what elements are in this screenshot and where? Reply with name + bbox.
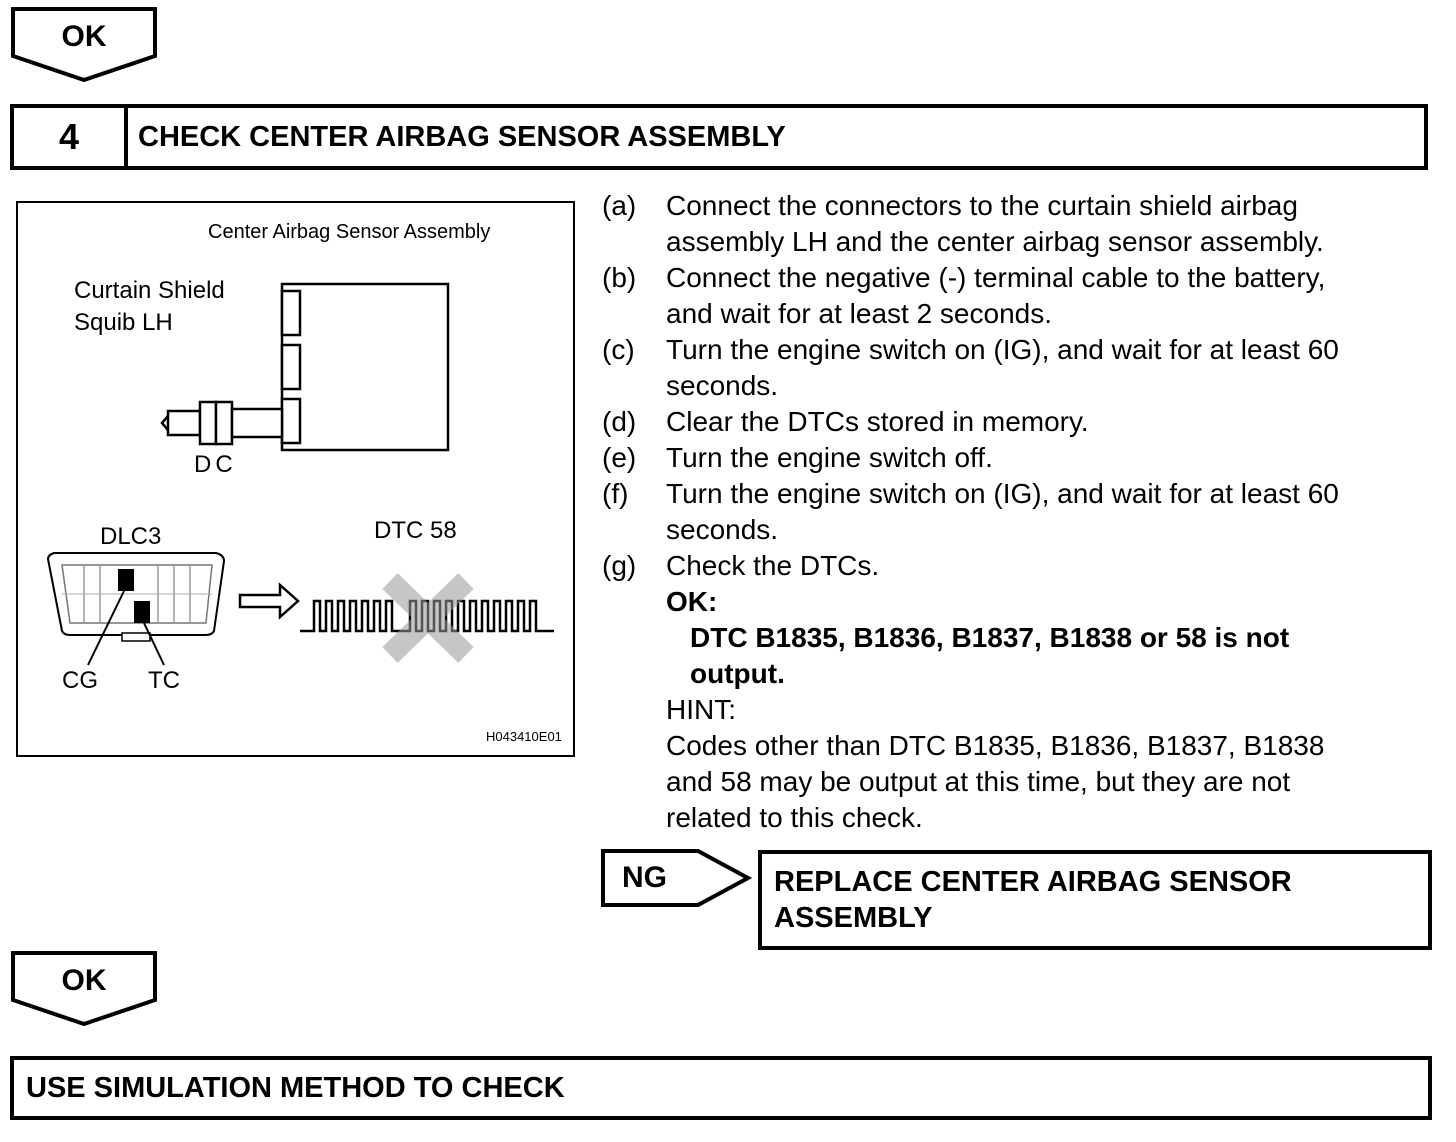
bottom-ok-arrow-icon [11, 951, 157, 1027]
hint-label: HINT: [666, 694, 736, 725]
ok-spec-line1: DTC B1835, B1836, B1837, B1838 or 58 is … [690, 622, 1290, 653]
step-title: CHECK CENTER AIRBAG SENSOR ASSEMBLY [138, 120, 786, 153]
ng-arrow-icon [601, 849, 752, 907]
step-a-line1: Connect the connectors to the curtain sh… [666, 190, 1298, 221]
step-g: (g) Check the DTCs. [602, 548, 1432, 584]
step-c-text: Turn the engine switch on (IG), and wait… [666, 332, 1432, 404]
procedure-steps: (a) Connect the connectors to the curtai… [602, 188, 1432, 836]
right-arrow-icon [238, 582, 300, 620]
ok-spec-label: OK: [666, 586, 718, 617]
step-e-letter: (e) [602, 442, 637, 473]
step-b-letter: (b) [602, 262, 637, 293]
step-e-text: Turn the engine switch off. [666, 442, 993, 473]
step-g-letter: (g) [602, 550, 637, 581]
next-step-box: USE SIMULATION METHOD TO CHECK [10, 1056, 1432, 1120]
step-b-text: Connect the negative (-) terminal cable … [666, 260, 1432, 332]
step-f-letter: (f) [602, 478, 629, 509]
step-e: (e) Turn the engine switch off. [602, 440, 1432, 476]
step-f-line1: Turn the engine switch on (IG), and wait… [666, 478, 1339, 509]
top-ok-arrow-icon [11, 7, 157, 83]
step-f: (f) Turn the engine switch on (IG), and … [602, 476, 1432, 548]
step-d-text: Clear the DTCs stored in memory. [666, 406, 1089, 437]
step-c: (c) Turn the engine switch on (IG), and … [602, 332, 1432, 404]
step-a-line2: assembly LH and the center airbag sensor… [666, 226, 1324, 257]
ok-spec-line2: output. [690, 658, 785, 689]
step-c-letter: (c) [602, 334, 635, 365]
sensor-assembly-label: Center Airbag Sensor Assembly [208, 221, 491, 243]
step-f-line2: seconds. [666, 514, 779, 545]
dtc-label: DTC 58 [374, 517, 457, 544]
figure-code: H043410E01 [486, 729, 562, 744]
ng-result-box: REPLACE CENTER AIRBAG SENSOR ASSEMBLY [758, 850, 1432, 950]
step-a-text: Connect the connectors to the curtain sh… [666, 188, 1432, 260]
center-airbag-sensor-icon [280, 282, 450, 452]
diagram-figure: Center Airbag Sensor Assembly Curtain Sh… [16, 201, 575, 757]
step-b-line1: Connect the negative (-) terminal cable … [666, 262, 1326, 293]
dlc3-label: DLC3 [100, 523, 162, 550]
step-number: 4 [14, 108, 128, 166]
cg-label: CG [62, 667, 98, 694]
hint-line1: Codes other than DTC B1835, B1836, B1837… [666, 730, 1325, 761]
dc-label: DC [194, 451, 237, 478]
squib-label-line1: Curtain Shield [74, 277, 225, 304]
cross-out-icon [382, 573, 474, 663]
step-f-text: Turn the engine switch on (IG), and wait… [666, 476, 1432, 548]
step-c-line1: Turn the engine switch on (IG), and wait… [666, 334, 1339, 365]
bottom-ok-label: OK [61, 964, 107, 997]
squib-label-line2: Squib LH [74, 309, 173, 336]
ng-label: NG [622, 861, 667, 894]
dlc3-connector-icon [46, 552, 226, 666]
ng-result-line1: REPLACE CENTER AIRBAG SENSOR [774, 866, 1292, 898]
step-d: (d) Clear the DTCs stored in memory. [602, 404, 1432, 440]
step-header: 4 CHECK CENTER AIRBAG SENSOR ASSEMBLY [10, 104, 1428, 170]
wiring-diagram [46, 282, 554, 666]
ng-result-line2: ASSEMBLY [774, 902, 933, 934]
tc-label: TC [148, 667, 180, 694]
step-d-letter: (d) [602, 406, 637, 437]
step-g-text: Check the DTCs. [666, 550, 880, 581]
hint-line2: and 58 may be output at this time, but t… [666, 766, 1291, 797]
top-ok-label: OK [61, 20, 107, 53]
next-step-title: USE SIMULATION METHOD TO CHECK [26, 1071, 565, 1104]
connector-dc-icon [160, 400, 284, 446]
step-a-letter: (a) [602, 190, 637, 221]
step-b: (b) Connect the negative (-) terminal ca… [602, 260, 1432, 332]
step-c-line2: seconds. [666, 370, 779, 401]
step-a: (a) Connect the connectors to the curtai… [602, 188, 1432, 260]
hint-line3: related to this check. [666, 802, 923, 833]
step-b-line2: and wait for at least 2 seconds. [666, 298, 1052, 329]
